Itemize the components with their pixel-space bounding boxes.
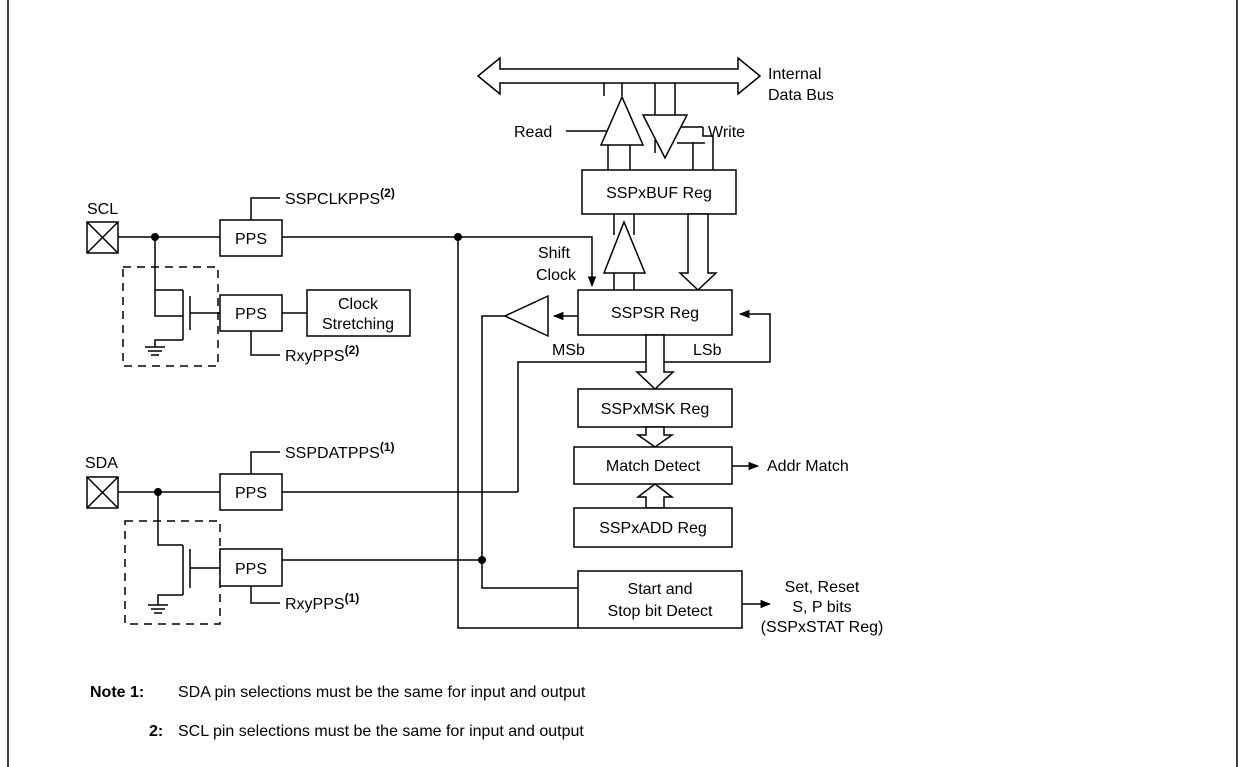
sr-to-msk-arrow: [635, 334, 675, 391]
lsb-label: LSb: [693, 342, 722, 359]
scl-pps-output-label: PPS: [235, 306, 267, 323]
clock-stretching-block: [306, 289, 411, 337]
clock-stretching-label-2: Stretching: [322, 316, 394, 333]
buf-to-sr-arrow: [678, 213, 718, 292]
internal-data-bus-arrow: [476, 56, 762, 96]
msb-label: MSb: [552, 342, 585, 359]
start-stop-label-1: Start and: [628, 581, 693, 598]
scl-label: SCL: [87, 201, 118, 218]
shift-clock-label-1: Shift: [538, 245, 571, 262]
sda-pps-input-block: [219, 473, 283, 511]
start-stop-label-2: Stop bit Detect: [608, 603, 714, 620]
internal-bus-label-1: Internal: [768, 66, 821, 83]
scl-ground-icon: [145, 346, 165, 356]
shift-clock-label-2: Clock: [536, 267, 577, 284]
sspxbuf-reg-block: [581, 169, 737, 215]
sr-to-buf-buffer: [602, 219, 647, 274]
note-1-text: SDA pin selections must be the same for …: [178, 684, 586, 701]
write-label: Write: [708, 124, 745, 141]
sda-ground-icon: [148, 604, 168, 614]
read-label: Read: [514, 124, 552, 141]
sspxmsk-reg-block: [577, 388, 733, 428]
sda-pps-input-label: PPS: [235, 485, 267, 502]
note-2-text: SCL pin selections must be the same for …: [178, 723, 584, 740]
sspxadd-reg-label: SSPxADD Reg: [599, 520, 707, 537]
match-detect-block: [573, 446, 733, 485]
scl-pps-input-block: [219, 219, 283, 257]
clock-stretching-label-1: Clock: [338, 296, 379, 313]
scl-output-driver-box: [122, 266, 219, 367]
sda-pps-output-label: PPS: [235, 561, 267, 578]
rxypps-scl-label: RxyPPS(2): [285, 343, 359, 365]
internal-bus-label-2: Data Bus: [768, 87, 834, 104]
note-2-number: 2:: [149, 723, 163, 740]
sda-output-driver-box: [124, 520, 221, 625]
scl-pin-icon: [86, 221, 119, 254]
write-buffer-triangle: [641, 114, 689, 160]
sspsr-reg-label: SSPSR Reg: [611, 305, 699, 322]
note-1-number: Note 1:: [90, 684, 144, 701]
set-reset-label-3: (SSPxSTAT Reg): [761, 619, 884, 636]
sda-label: SDA: [85, 455, 118, 472]
addr-match-label: Addr Match: [767, 458, 849, 475]
match-detect-label: Match Detect: [606, 458, 701, 475]
sspclkpps-label: SSPCLKPPS(2): [285, 186, 395, 208]
sspxmsk-reg-label: SSPxMSK Reg: [601, 401, 709, 418]
sda-pin-icon: [86, 476, 119, 509]
read-buffer-triangle: [599, 95, 645, 146]
sspdatpps-label: SSPDATPPS(1): [285, 440, 395, 462]
start-stop-detect-block: [577, 570, 743, 629]
msb-buffer-triangle: [503, 294, 549, 338]
scl-pps-input-label: PPS: [235, 231, 267, 248]
rxypps-sda-label: RxyPPS(1): [285, 591, 359, 613]
sspxadd-reg-block: [573, 507, 733, 548]
set-reset-label-2: S, P bits: [792, 599, 851, 616]
set-reset-label-1: Set, Reset: [785, 579, 860, 596]
sspxbuf-reg-label: SSPxBUF Reg: [606, 185, 712, 202]
